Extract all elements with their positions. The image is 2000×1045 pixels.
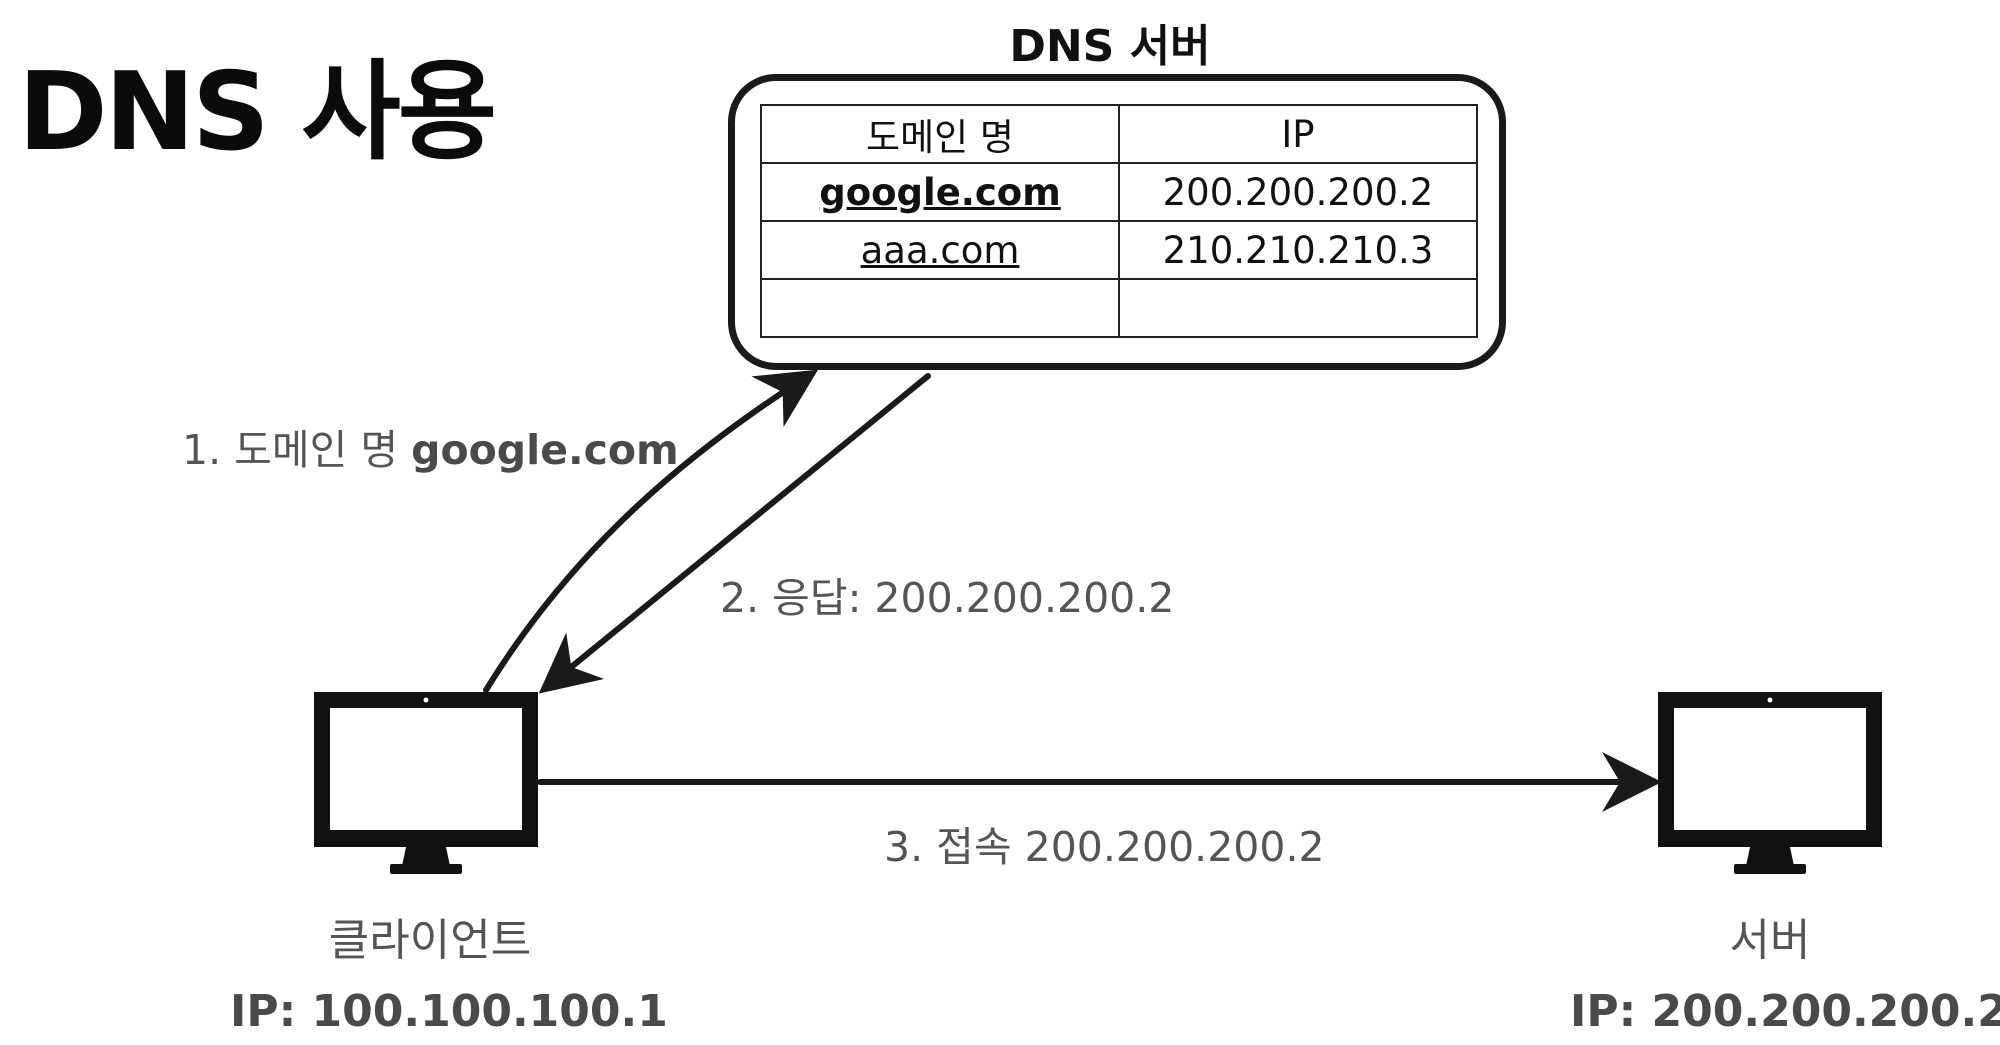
client-ip-label: IP: 100.100.100.1 <box>230 986 668 1037</box>
table-row: aaa.com 210.210.210.3 <box>760 220 1478 280</box>
step3-label: 3. 접속 200.200.200.2 <box>884 823 1325 871</box>
column-header-ip: IP <box>1118 104 1478 164</box>
request-arrow <box>483 369 819 693</box>
table-row <box>760 278 1478 338</box>
step1-label: 1. 도메인 명 google.com <box>182 416 679 476</box>
client-monitor-icon <box>314 692 538 874</box>
step1-domain: google.com <box>411 426 679 474</box>
table-row: google.com 200.200.200.2 <box>760 162 1478 222</box>
client-label: 클라이언트 <box>328 915 532 966</box>
step2-label: 2. 응답: 200.200.200.2 <box>720 574 1175 622</box>
step1-prefix: 1. 도메인 명 <box>182 426 412 474</box>
dns-server-box <box>728 74 1506 370</box>
table-cell-domain: google.com <box>760 162 1120 222</box>
table-cell-domain <box>760 278 1120 338</box>
column-header-domain: 도메인 명 <box>760 104 1120 164</box>
dns-server-title: DNS 서버 <box>1009 21 1211 72</box>
table-cell-ip <box>1118 278 1478 338</box>
dns-table: 도메인 명 IP google.com 200.200.200.2 aaa.co… <box>760 104 1478 338</box>
server-label: 서버 <box>1729 915 1811 966</box>
server-monitor-icon <box>1658 692 1882 874</box>
server-ip-label: IP: 200.200.200.2 <box>1570 986 2000 1037</box>
table-cell-domain: aaa.com <box>760 220 1120 280</box>
page-title: DNS 사용 <box>18 50 497 175</box>
response-arrow <box>538 373 931 694</box>
table-header-row: 도메인 명 IP <box>760 104 1478 164</box>
table-cell-ip: 200.200.200.2 <box>1118 162 1478 222</box>
table-cell-ip: 210.210.210.3 <box>1118 220 1478 280</box>
